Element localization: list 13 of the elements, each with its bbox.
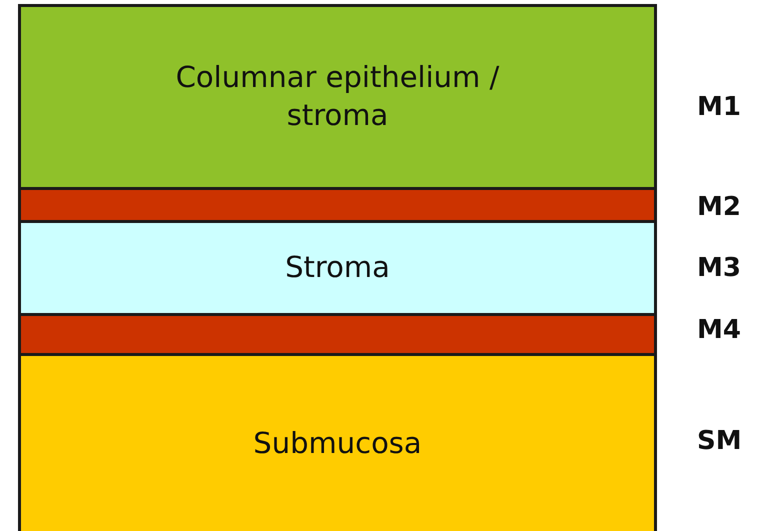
tissue-layer	[18, 4, 657, 190]
layer-code: M4	[697, 315, 741, 345]
layer-code: M2	[697, 192, 741, 222]
layer-label: Submucosa	[253, 425, 422, 462]
tissue-layer	[18, 353, 657, 531]
layer-code: SM	[697, 426, 742, 456]
layer-label: Columnar epithelium / stroma	[174, 59, 500, 134]
tissue-layer	[18, 220, 657, 316]
layer-label: Stroma	[285, 249, 390, 286]
layer-code: M3	[697, 253, 741, 283]
band	[18, 313, 657, 356]
band	[18, 187, 657, 223]
layer-code: M1	[697, 92, 741, 122]
